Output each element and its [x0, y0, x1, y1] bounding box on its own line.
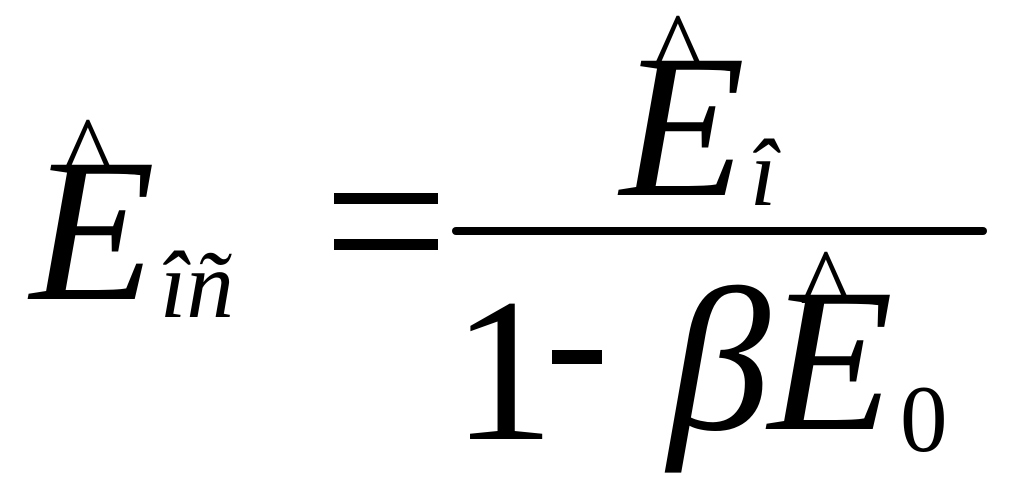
numerator-hat-accent: ^: [652, 0, 704, 112]
lhs-base: E: [30, 117, 156, 344]
denominator-hat-accent: ^: [800, 226, 852, 348]
numerator-base: E: [620, 13, 746, 240]
equals-sign: =: [334, 193, 438, 251]
denominator-beta: β: [668, 247, 771, 474]
denominator-subscript: 0: [900, 366, 948, 472]
fraction-bar: [452, 227, 987, 235]
denominator-one: 1: [452, 257, 555, 484]
numerator-subscript: î: [750, 120, 777, 226]
denominator-base: E: [768, 247, 894, 474]
lhs-hat-accent: ^: [62, 94, 114, 216]
minus-sign: -: [552, 350, 602, 364]
lhs-subscript: îñ: [160, 232, 234, 338]
